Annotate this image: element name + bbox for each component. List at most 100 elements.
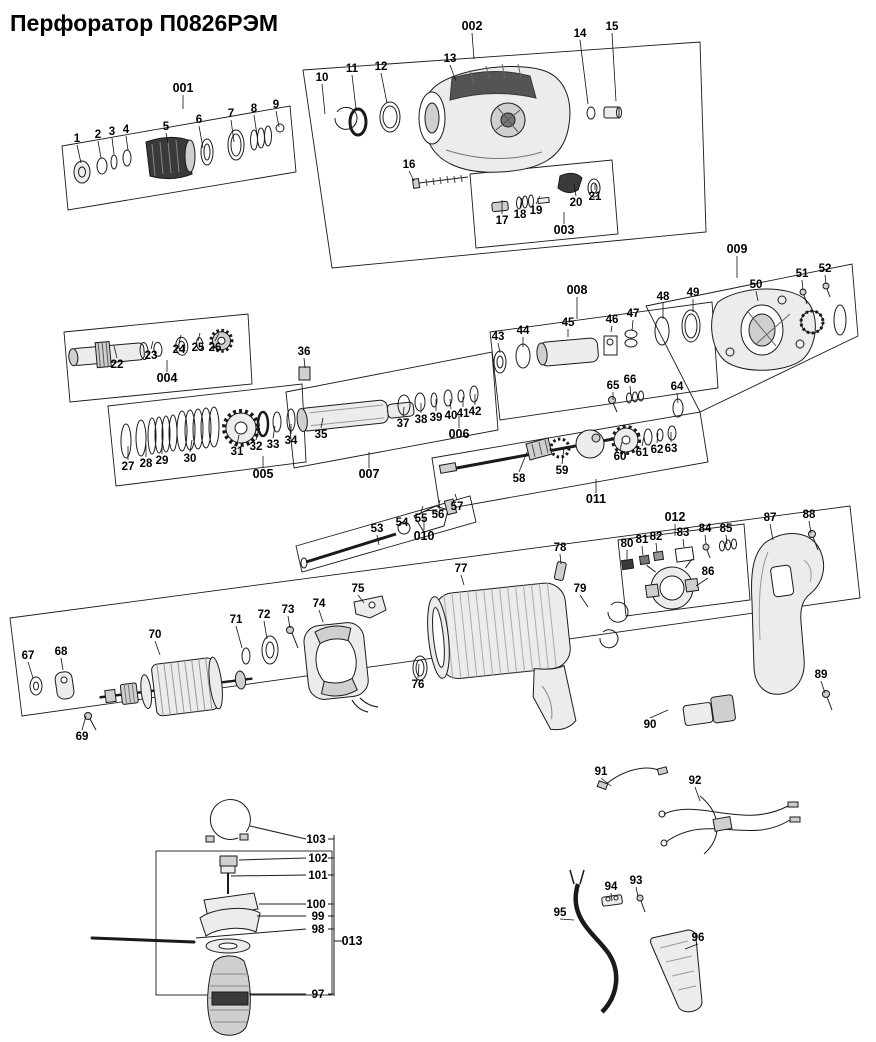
- part-number-label: 87: [764, 512, 777, 524]
- leader-line: [198, 125, 204, 149]
- part-number-label: 21: [589, 191, 602, 203]
- leader-line: [230, 119, 235, 143]
- page-title: Перфоратор П0826РЭМ: [10, 10, 279, 36]
- part-number-label: 93: [630, 875, 643, 887]
- leader-line: [125, 135, 129, 151]
- leader-line: [357, 594, 365, 604]
- leader-line: [579, 594, 589, 608]
- leader-line: [60, 657, 64, 671]
- part-number-label: 1: [74, 133, 81, 145]
- leader-line: [769, 523, 774, 541]
- part-number-label: 6: [196, 114, 202, 126]
- leader-line: [197, 332, 201, 342]
- part-number-label: 26: [209, 342, 222, 354]
- motor-assembly-drawing: [29, 561, 629, 731]
- part-number-label: 31: [231, 446, 244, 458]
- part-number-label: 71: [230, 614, 243, 626]
- part-number-label: 75: [352, 583, 365, 595]
- part-number-label: 85: [720, 523, 733, 535]
- leader-line: [635, 886, 639, 898]
- part-number-label: 89: [815, 669, 828, 681]
- leader-line: [154, 640, 161, 656]
- leader-line: [610, 325, 613, 333]
- leader-line: [351, 74, 357, 110]
- part-number-label: 20: [570, 197, 583, 209]
- leader-line: [303, 357, 306, 369]
- key-drawing: [298, 366, 311, 381]
- leader-line: [408, 170, 415, 182]
- leader-line: [76, 144, 82, 164]
- part-number-label: 16: [403, 159, 416, 171]
- part-number-label: 65: [607, 380, 620, 392]
- part-number-label: 18: [514, 209, 527, 221]
- part-number-label: 9: [273, 99, 279, 111]
- leader-line: [235, 625, 243, 649]
- part-number-label: 80: [621, 538, 634, 550]
- leader-line: [684, 943, 699, 950]
- part-number-label: 8: [251, 103, 258, 115]
- part-number-label: 70: [149, 629, 162, 641]
- part-number-label: 3: [109, 126, 115, 138]
- leader-line: [694, 786, 701, 802]
- part-number-label: 53: [371, 523, 384, 535]
- part-number-label: 7: [228, 108, 234, 120]
- spring-set-drawing: [120, 406, 296, 459]
- part-number-label: 12: [375, 61, 388, 73]
- assembly-group-label: 004: [157, 371, 178, 385]
- part-number-label: 91: [595, 766, 608, 778]
- group-boxes: [9, 41, 861, 996]
- leader-line: [704, 534, 707, 545]
- leader-line: [272, 425, 276, 439]
- leader-line: [437, 499, 441, 509]
- part-number-label: 95: [554, 907, 567, 919]
- assembly-group-label: 001: [173, 81, 194, 95]
- leader-line: [641, 435, 645, 447]
- part-number-label: 77: [455, 563, 468, 575]
- leader-line: [380, 72, 388, 104]
- leader-line: [682, 538, 685, 548]
- part-number-label: 96: [692, 932, 705, 944]
- part-number-label: 57: [451, 501, 464, 513]
- leader-line: [214, 332, 220, 342]
- part-number-label: 17: [496, 215, 509, 227]
- leader-line: [631, 319, 634, 332]
- part-number-label: 66: [624, 374, 637, 386]
- chuck-assembly-drawing: [73, 123, 285, 184]
- assembly-group-label: 013: [342, 934, 363, 948]
- leader-line: [725, 534, 728, 545]
- part-number-label: 81: [636, 534, 649, 546]
- part-number-label: 97: [312, 989, 325, 1001]
- part-number-label: 79: [574, 583, 587, 595]
- leader-line: [611, 32, 617, 102]
- leader-line: [655, 542, 658, 553]
- leader-line: [150, 340, 154, 350]
- part-number-label: 44: [517, 325, 530, 337]
- leader-line: [579, 39, 589, 105]
- part-number-label: 76: [412, 679, 425, 691]
- leader-line: [801, 279, 804, 291]
- part-number-label: 78: [554, 542, 567, 554]
- part-number-label: 59: [556, 465, 569, 477]
- part-number-label: 60: [614, 451, 627, 463]
- part-number-label: 86: [702, 566, 715, 578]
- leader-line: [649, 709, 669, 719]
- assembly-group-label: 003: [554, 223, 575, 237]
- leader-line: [497, 342, 501, 354]
- leader-line: [559, 553, 562, 565]
- leader-line: [820, 680, 826, 694]
- part-number-label: 34: [285, 435, 298, 447]
- part-number-label: 88: [803, 509, 816, 521]
- leader-line: [573, 183, 577, 197]
- leader-line: [676, 392, 679, 404]
- part-number-label: 63: [665, 443, 678, 455]
- assembly-group-label: 007: [359, 467, 380, 481]
- part-number-label: 98: [312, 924, 325, 936]
- part-number-label: 37: [397, 418, 410, 430]
- part-number-label: 82: [650, 531, 663, 543]
- part-number-label: 46: [606, 314, 619, 326]
- leader-line: [402, 406, 405, 418]
- assembly-group-label: 009: [727, 242, 748, 256]
- leader-line: [263, 620, 268, 640]
